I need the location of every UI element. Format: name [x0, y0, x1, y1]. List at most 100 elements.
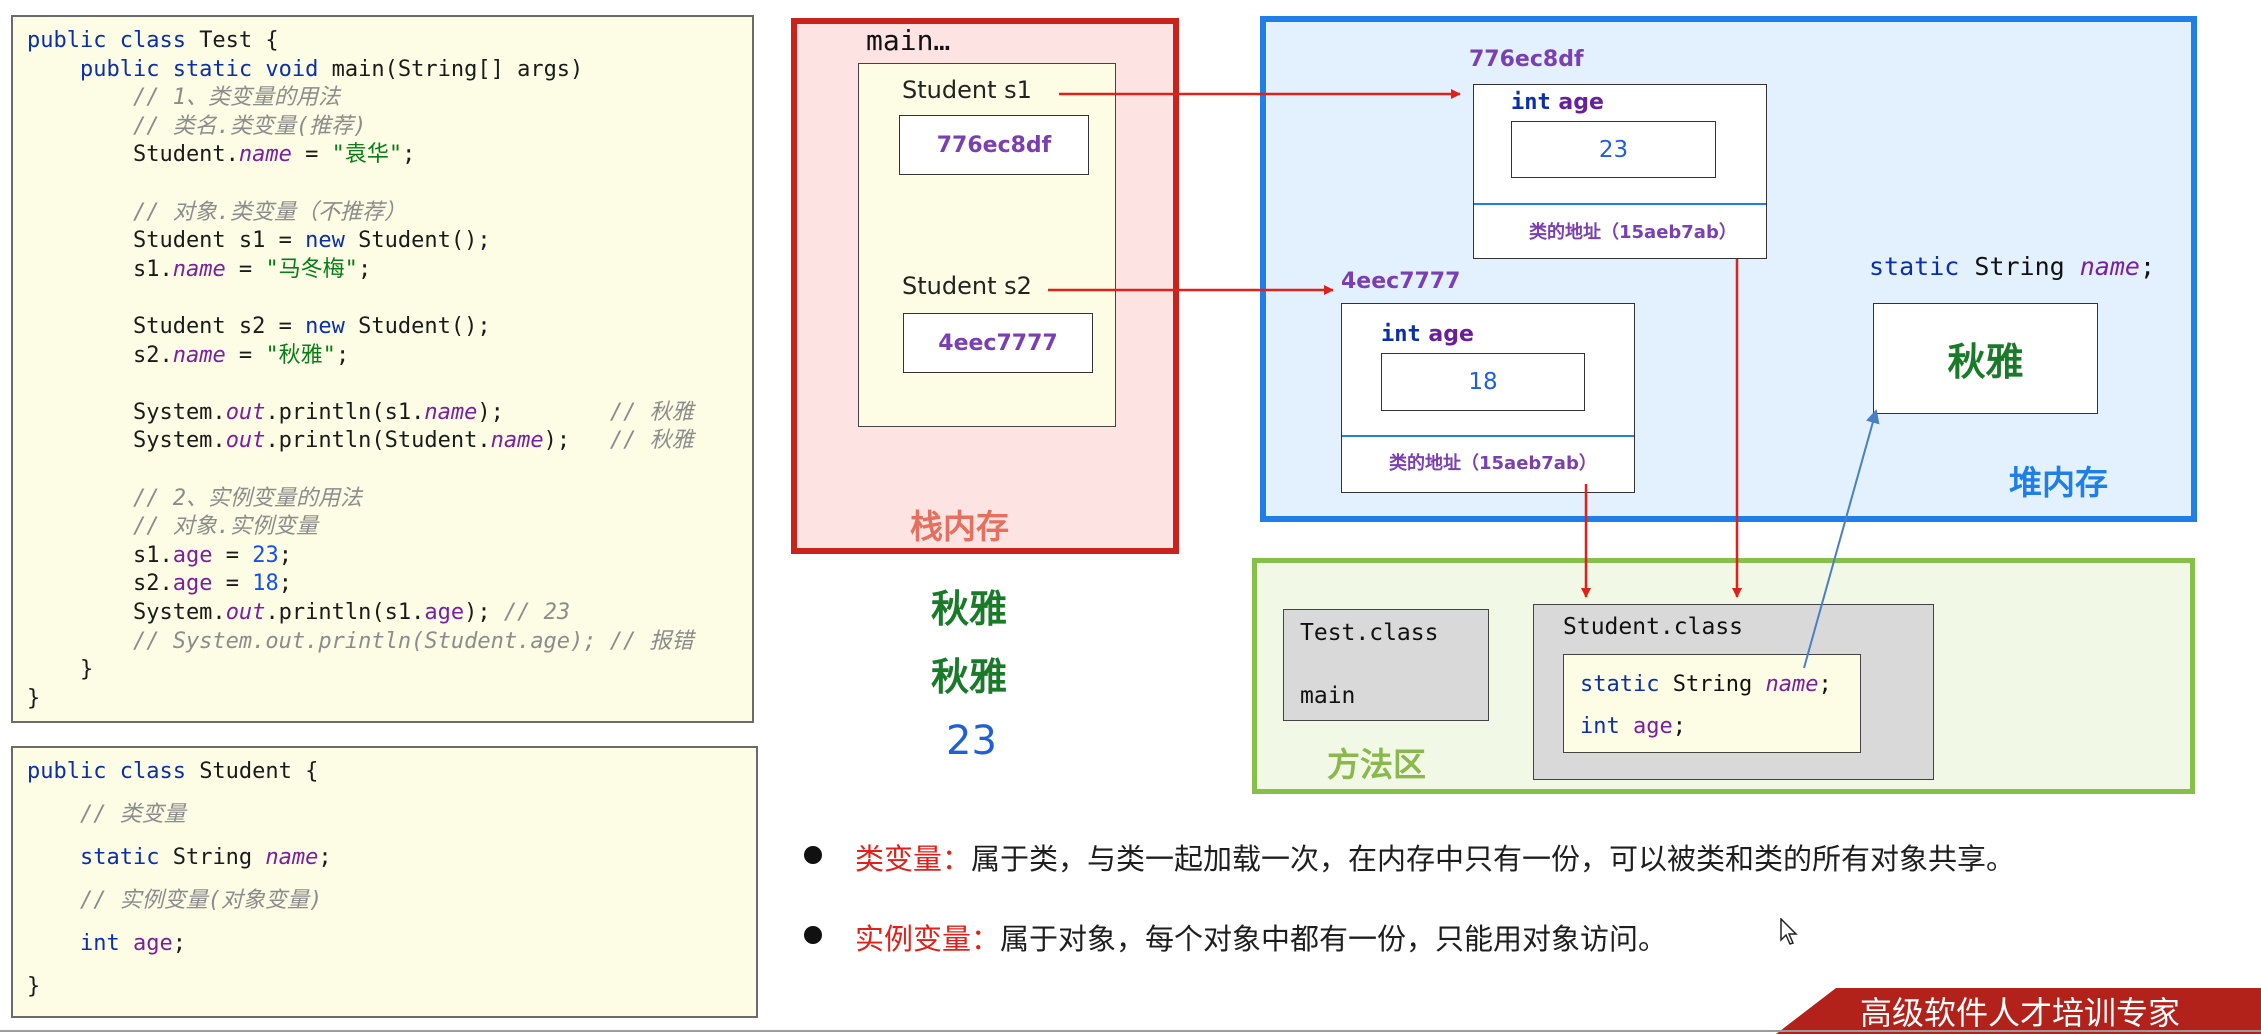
code-line: Student.name = "袁华";: [27, 141, 415, 169]
code-token: out: [225, 399, 266, 425]
code-token: .println(s1.: [265, 600, 425, 625]
code-token: ;: [318, 845, 332, 870]
object2-address: 4eec7777: [1341, 269, 1461, 294]
code-token: name: [424, 399, 478, 425]
stack-memory-title: 栈内存: [910, 507, 1009, 546]
code-token: Student {: [199, 759, 319, 784]
code-token: age: [172, 542, 213, 568]
object1-address: 776ec8df: [1469, 47, 1584, 72]
code-line: // 对象.实例变量: [27, 513, 318, 541]
code-line: }: [27, 685, 40, 713]
code-token: name: [172, 342, 226, 368]
code-token: }: [27, 657, 94, 683]
code-line: System.out.println(Student.name); // 秋雅: [27, 427, 694, 455]
code-line: // System.out.println(Student.age); // 报…: [27, 628, 694, 656]
object2-divider: [1342, 435, 1634, 437]
object2-age-value: 18: [1468, 369, 1498, 395]
code-line: Student s1 = new Student();: [27, 227, 491, 255]
code-token: "马冬梅": [265, 256, 358, 282]
code-token: Student.: [27, 142, 239, 168]
code-token: // 23: [503, 600, 571, 625]
student-field2-end: ;: [1672, 714, 1686, 739]
code-token: name: [172, 256, 226, 282]
code-token: s1.: [27, 542, 173, 568]
code-token: ;: [402, 142, 416, 168]
s1-reference-cell: 776ec8df: [899, 115, 1089, 175]
code-token: age: [132, 931, 173, 956]
code-line: // 实例变量(对象变量): [27, 887, 322, 915]
static-field-kw: static: [1869, 252, 1960, 281]
code-line: // 1、类变量的用法: [27, 84, 340, 112]
code-token: "袁华": [331, 142, 403, 168]
code-token: // 类变量: [27, 802, 186, 827]
object1-age-cell: 23: [1511, 121, 1716, 178]
code-line: int age;: [27, 930, 186, 958]
code-token: .println(Student.: [265, 428, 491, 454]
student-class-name: Student.class: [1563, 614, 1744, 640]
code-token: Student s1 =: [27, 228, 306, 254]
object1-field-type: int: [1511, 90, 1551, 115]
stack-frame-label: main…: [866, 24, 951, 57]
code-line: public class Test {: [27, 27, 279, 55]
brand-banner-text: 高级软件人才培训专家: [1860, 994, 2181, 1032]
mouse-cursor-icon: [1780, 918, 1798, 945]
code-token: new: [305, 314, 359, 339]
code-token: // 秋雅: [609, 399, 694, 425]
object2-field-type: int: [1381, 322, 1421, 347]
code-token: name: [490, 428, 544, 454]
test-class-code-panel: public class Test { public static void m…: [11, 15, 754, 723]
static-field-type: String: [1974, 252, 2065, 281]
code-line: System.out.println(s1.age); // 23: [27, 599, 570, 627]
test-class-name: Test.class: [1300, 620, 1439, 646]
static-field-name: name: [2079, 252, 2140, 281]
code-token: // 实例变量(对象变量): [27, 888, 323, 913]
object1-field-label: int age: [1511, 90, 1604, 115]
code-token: =: [212, 571, 253, 597]
code-token: ;: [172, 931, 186, 956]
s1-reference-value: 776ec8df: [936, 132, 1052, 158]
output-line-2: 秋雅: [931, 655, 1008, 699]
code-line: }: [27, 973, 40, 1001]
code-token: out: [225, 600, 266, 625]
code-token: // 对象.实例变量: [27, 514, 318, 540]
code-token: =: [291, 142, 332, 168]
code-token: public class: [27, 759, 200, 784]
student-class-code-panel: public class Student { // 类变量 static Str…: [11, 746, 758, 1018]
code-token: s2.: [27, 342, 173, 368]
object1-age-value: 23: [1598, 136, 1629, 163]
test-class-block: [1283, 609, 1489, 721]
heap-memory-title: 堆内存: [2009, 463, 2108, 502]
code-token: ;: [335, 342, 350, 368]
code-token: out: [225, 428, 266, 454]
code-token: new: [305, 228, 359, 254]
bullet-2-term: 实例变量：: [855, 922, 1001, 956]
code-token: public class: [27, 28, 200, 53]
code-token: // 1、类变量的用法: [27, 85, 340, 111]
code-token: System.: [27, 428, 226, 454]
code-line: System.out.println(s1.name); // 秋雅: [27, 399, 694, 427]
object1-class-address: 类的地址（15aeb7ab）: [1529, 222, 1737, 243]
code-line: static String name;: [27, 844, 332, 872]
code-token: 18: [252, 571, 279, 597]
student-class-field-name: static String name;: [1580, 672, 1832, 697]
code-line: s1.age = 23;: [27, 542, 292, 570]
student-field1-name: name: [1765, 672, 1819, 697]
code-line: s2.age = 18;: [27, 570, 292, 598]
student-field2-kw: int: [1580, 714, 1620, 739]
bottom-divider: [0, 1030, 2261, 1032]
code-token: }: [27, 685, 41, 711]
code-token: );: [464, 600, 504, 625]
code-line: // 类变量: [27, 801, 186, 829]
code-token: // 对象.类变量（不推荐）: [27, 199, 406, 225]
code-token: Student();: [358, 228, 491, 254]
code-line: s1.name = "马冬梅";: [27, 256, 371, 284]
object1-field-name: age: [1558, 90, 1604, 115]
bullet-1-dot: [804, 846, 822, 864]
code-token: age: [424, 600, 465, 625]
code-token: // System.out.println(Student.age); // 报…: [27, 628, 694, 654]
test-class-main-method: main: [1300, 683, 1356, 709]
static-name-cell: 秋雅: [1873, 303, 2098, 414]
object2-field-name: age: [1428, 322, 1474, 347]
code-token: static: [27, 845, 173, 870]
code-token: 23: [252, 542, 279, 568]
